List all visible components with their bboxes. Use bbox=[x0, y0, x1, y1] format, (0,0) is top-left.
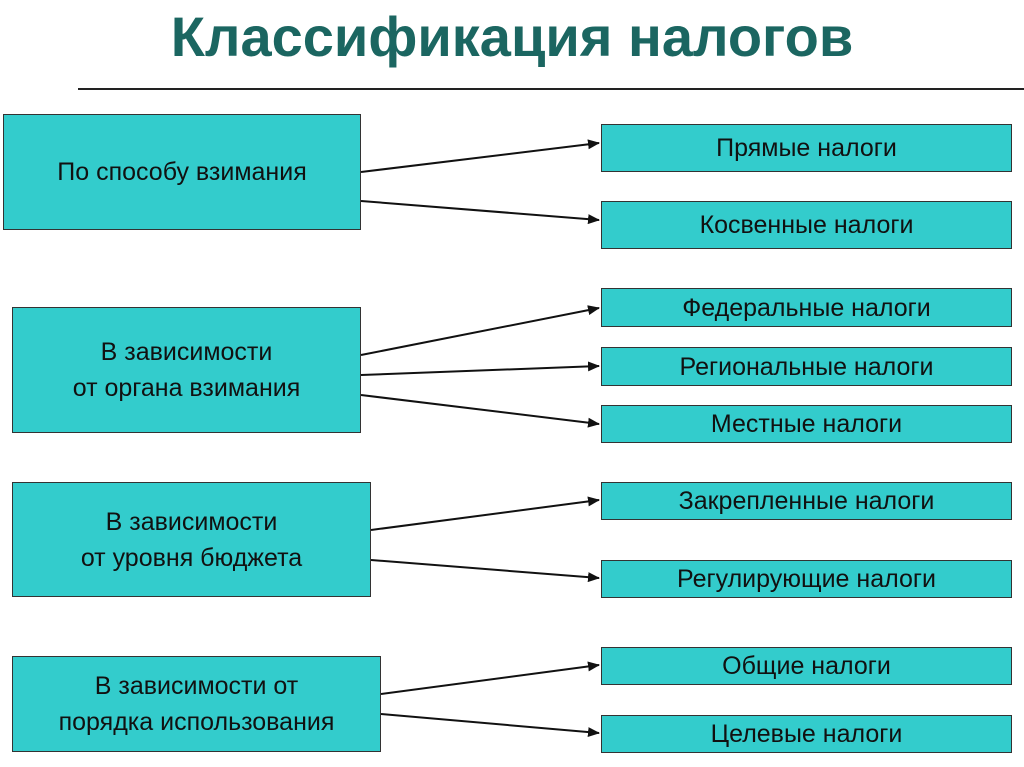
tax-type-box: Местные налоги bbox=[601, 405, 1012, 443]
category-label-line: от уровня бюджета bbox=[80, 543, 303, 572]
tax-type-box: Региональные налоги bbox=[601, 347, 1012, 386]
category-box-usage: В зависимости от порядка использования bbox=[12, 656, 381, 752]
category-box-collection-method: По способу взимания bbox=[3, 114, 361, 230]
tax-type-label: Федеральные налоги bbox=[682, 293, 931, 322]
category-label-line: В зависимости от bbox=[94, 672, 299, 700]
tax-type-box: Регулирующие налоги bbox=[601, 560, 1012, 598]
arrow bbox=[360, 139, 600, 173]
arrow bbox=[370, 496, 600, 531]
category-label-line: В зависимости bbox=[105, 507, 278, 536]
tax-type-label: Местные налоги bbox=[710, 410, 903, 438]
category-box-authority: В зависимости от органа взимания bbox=[12, 307, 361, 433]
tax-type-box: Общие налоги bbox=[601, 647, 1012, 685]
tax-type-box: Федеральные налоги bbox=[601, 288, 1012, 327]
arrow bbox=[370, 559, 600, 583]
tax-type-label: Региональные налоги bbox=[679, 352, 934, 381]
arrow bbox=[360, 200, 600, 225]
category-box-budget-level: В зависимости от уровня бюджета bbox=[12, 482, 371, 597]
tax-type-label: Закрепленные налоги bbox=[678, 487, 935, 515]
tax-type-label: Косвенные налоги bbox=[699, 211, 914, 239]
category-label-line: от органа взимания bbox=[72, 374, 301, 402]
title-divider bbox=[78, 88, 1024, 90]
page-title: Классификация налогов bbox=[170, 5, 854, 68]
tax-type-box: Целевые налоги bbox=[601, 715, 1012, 753]
arrow bbox=[380, 713, 600, 738]
arrow bbox=[360, 361, 600, 376]
tax-type-label: Целевые налоги bbox=[710, 720, 903, 748]
tax-type-label: Регулирующие налоги bbox=[677, 565, 936, 593]
tax-type-label: Общие налоги bbox=[722, 652, 891, 680]
tax-type-label: Прямые налоги bbox=[716, 134, 897, 162]
category-label: По способу взимания bbox=[57, 158, 307, 186]
arrow bbox=[360, 305, 600, 356]
category-label-line: порядка использования bbox=[58, 708, 335, 736]
tax-type-box: Прямые налоги bbox=[601, 124, 1012, 172]
arrow bbox=[360, 394, 600, 428]
category-label-line: В зависимости bbox=[100, 338, 273, 366]
tax-type-box: Закрепленные налоги bbox=[601, 482, 1012, 520]
tax-type-box: Косвенные налоги bbox=[601, 201, 1012, 249]
arrow bbox=[380, 661, 600, 695]
